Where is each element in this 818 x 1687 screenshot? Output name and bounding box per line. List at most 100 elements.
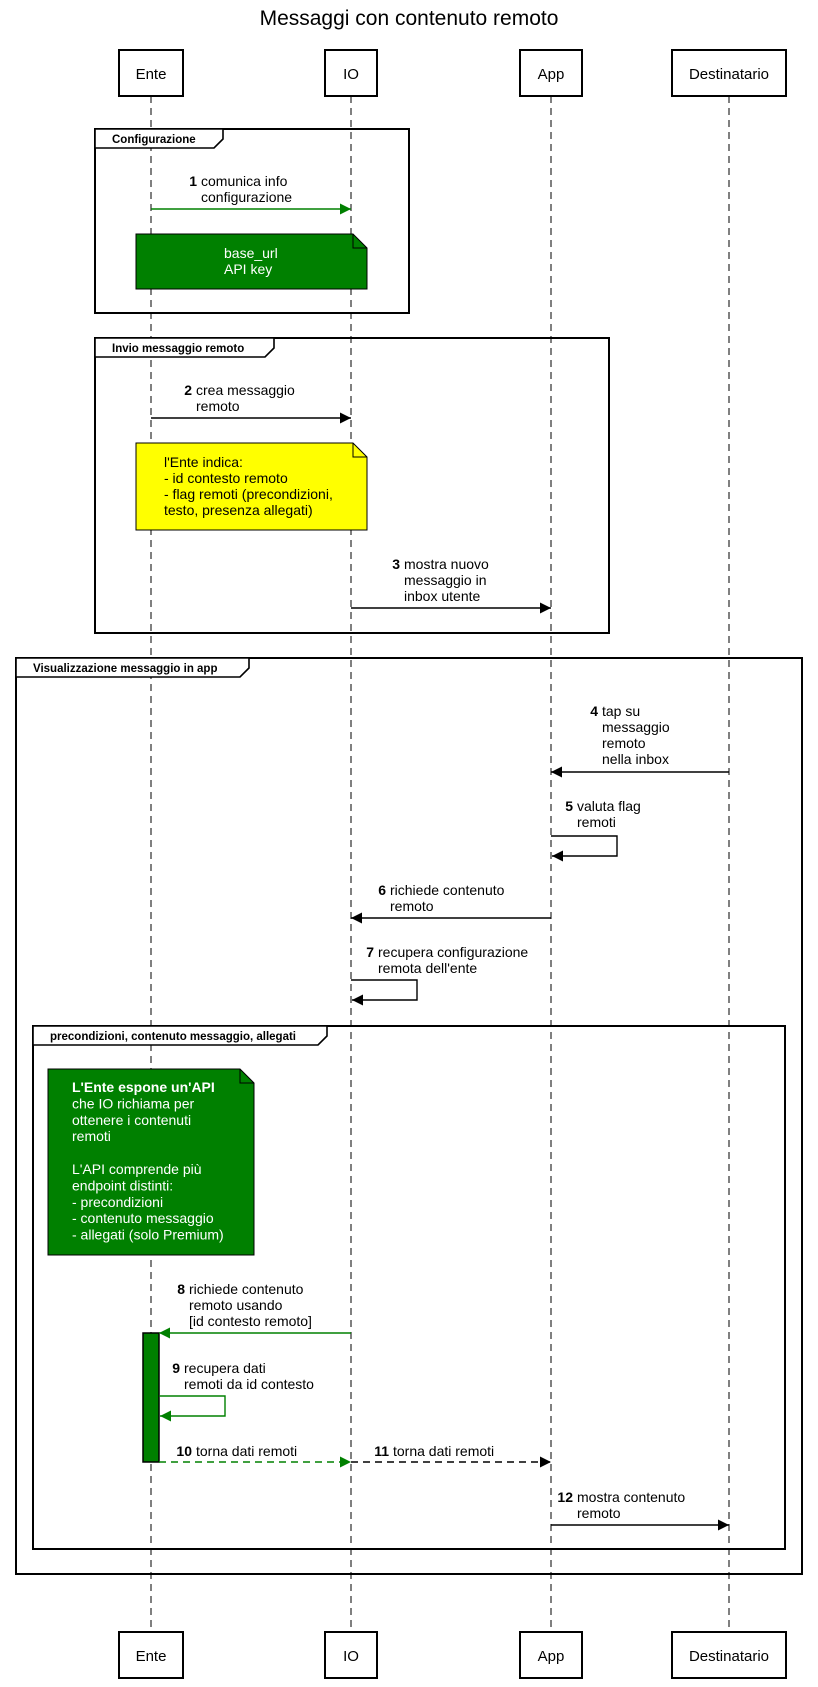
message-label: inbox utente [404,588,480,604]
message-number: 8 [177,1281,185,1297]
message-label: richiede contenuto [189,1281,304,1297]
frame-visualizzazione: Visualizzazione messaggio in app [15,657,803,1575]
frame-border [15,657,803,1575]
note-line: - contenuto messaggio [72,1210,214,1226]
note-line: L'API comprende più [72,1161,202,1177]
message-label: torna dati remoti [393,1443,494,1459]
participant-label: Destinatario [689,1648,769,1665]
message-number: 2 [184,382,192,398]
participant-io-top: IO [324,49,378,97]
participant-app-bottom: App [519,1631,583,1679]
message-arrow [351,979,418,1006]
participant-destinatario-top: Destinatario [671,49,787,97]
message-label: remoti da id contesto [184,1376,314,1392]
frame-invio: Invio messaggio remoto [94,337,610,634]
frame-border [94,128,410,314]
note-line: - allegati (solo Premium) [72,1227,224,1243]
message-number: 5 [565,798,573,814]
note-line: L'Ente espone un'API [72,1079,215,1095]
frame-label: Configurazione [112,134,196,146]
frame-tab [15,657,250,678]
note-line: - id contesto remoto [164,470,288,486]
message-label: recupera configurazione [378,944,528,960]
note-line: testo, presenza allegati) [164,502,313,518]
frame-border [32,1025,786,1550]
note-line: API key [224,261,272,277]
participant-box [118,49,184,97]
message-label: messaggio [602,719,670,735]
note-body [135,442,368,531]
frame-tab [94,337,275,358]
lifelines [150,96,730,1632]
message-arrow [551,835,618,862]
participant-box [118,1631,184,1679]
note-line: base_url [224,245,278,261]
participant-label: Ente [136,66,167,83]
participant-label: App [538,1648,565,1665]
participant-ente-bottom: Ente [118,1631,184,1679]
message-label: richiede contenuto [390,882,505,898]
message-label: torna dati remoti [196,1443,297,1459]
frame-label: Visualizzazione messaggio in app [33,663,217,675]
note-line: che IO richiama per [72,1095,194,1111]
message-label: messaggio in [404,572,487,588]
message-label: remoto [577,1505,621,1521]
note-line: - flag remoti (precondizioni, [164,486,333,502]
message-number: 7 [366,944,374,960]
participant-ente-top: Ente [118,49,184,97]
frame-tab [94,128,224,149]
message-number: 4 [590,703,598,719]
diagram-title: Messaggi con contenuto remoto [260,7,559,30]
message-label: remoto usando [189,1297,283,1313]
note-fold [352,234,367,249]
participant-box [671,49,787,97]
note-line: - precondizioni [72,1194,163,1210]
frame-configurazione: Configurazione [94,128,410,314]
message-label: remoto [196,398,240,414]
message-label: comunica info [201,173,288,189]
message-label: nella inbox [602,751,669,767]
message-label: configurazione [201,189,292,205]
message-number: 1 [189,173,197,189]
frame-precondizioni: precondizioni, contenuto messaggio, alle… [32,1025,786,1550]
participant-box [671,1631,787,1679]
participant-box [324,1631,378,1679]
message-label: valuta flag [577,798,641,814]
note-line: l'Ente indica: [164,454,243,470]
note-fold [352,443,367,458]
message-number: 10 [176,1443,192,1459]
frame-label: Invio messaggio remoto [112,343,244,355]
message-arrow [159,1395,226,1422]
participant-heads: EnteEnteIOIOAppAppDestinatarioDestinatar… [118,49,787,1679]
note-body [135,233,368,290]
participant-label: IO [343,66,359,83]
message-number: 3 [392,556,400,572]
participant-box [324,49,378,97]
participant-label: Ente [136,1648,167,1665]
participant-app-top: App [519,49,583,97]
note-ente: l'Ente indica:- id contesto remoto- flag… [135,442,368,531]
note-line: remoti [72,1128,111,1144]
message-number: 9 [172,1360,180,1376]
frame-border [94,337,610,634]
message-number: 11 [374,1443,389,1459]
activation-ente [142,1332,160,1463]
frame-tab [32,1025,328,1046]
message-label: mostra contenuto [577,1489,685,1505]
participant-destinatario-bottom: Destinatario [671,1631,787,1679]
